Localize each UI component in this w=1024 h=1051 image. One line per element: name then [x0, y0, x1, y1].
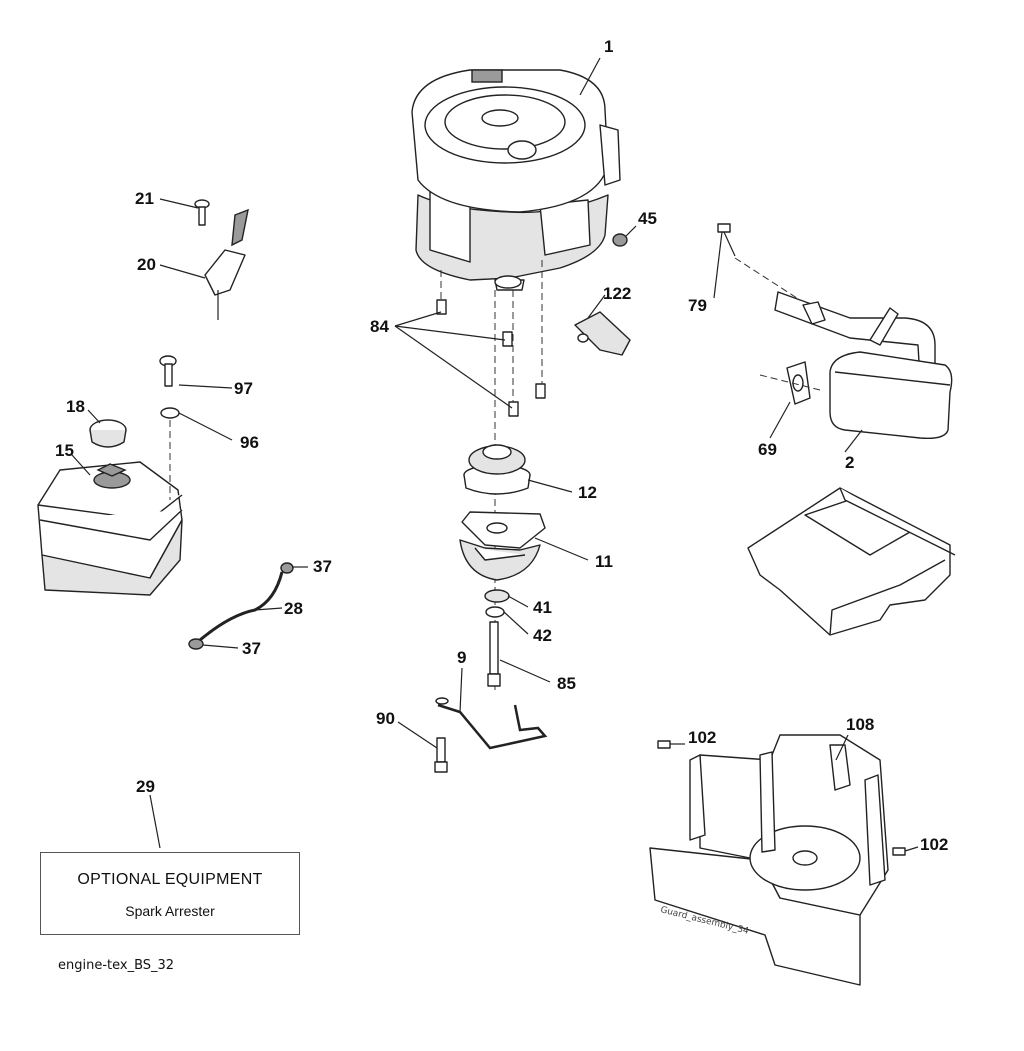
guard-screw-left — [657, 740, 685, 749]
clutch-bracket-rod — [435, 697, 548, 750]
fuel-line — [199, 571, 284, 642]
callout-21: 21 — [135, 189, 154, 208]
callout-96: 96 — [240, 433, 259, 452]
callout-102-right: 102 — [920, 835, 948, 854]
callout-42: 42 — [533, 626, 552, 645]
engine-pulley — [463, 444, 531, 495]
callout-9: 9 — [457, 648, 466, 667]
callout-45: 45 — [638, 209, 657, 228]
tank-washer — [160, 407, 180, 419]
callout-37-top: 37 — [313, 557, 332, 576]
muffler-gasket — [759, 361, 821, 405]
callout-37-bottom: 37 — [242, 639, 261, 658]
engine-guard: Guard_assembly_34 — [649, 734, 889, 986]
engine — [411, 69, 621, 291]
callout-11: 11 — [595, 552, 613, 571]
engine-shield — [574, 311, 631, 356]
callout-41: 41 — [533, 598, 552, 617]
washer-41 — [484, 589, 510, 603]
fuel-tank — [37, 461, 183, 596]
tank-screw — [159, 355, 177, 387]
fuel-fitting — [612, 233, 628, 247]
callout-1: 1 — [604, 37, 613, 56]
throttle-bracket — [204, 208, 249, 320]
callout-69: 69 — [758, 440, 777, 459]
clutch-bolt — [487, 621, 501, 687]
washer-42 — [485, 606, 505, 618]
callout-15: 15 — [55, 441, 74, 460]
guard-screw-right — [892, 846, 919, 856]
callout-79: 79 — [688, 296, 707, 315]
muffler-bolt-axis — [734, 257, 801, 301]
optional-equipment-title: OPTIONAL EQUIPMENT — [77, 871, 263, 888]
optional-equipment-box: OPTIONAL EQUIPMENT Spark Arrester — [40, 852, 300, 935]
callout-12: 12 — [578, 483, 597, 502]
callout-2: 2 — [845, 453, 854, 472]
optional-equipment-item: Spark Arrester — [125, 903, 215, 919]
callout-20: 20 — [137, 255, 156, 274]
electric-clutch — [459, 511, 546, 581]
fuel-cap — [89, 419, 127, 448]
engine-mount-plate — [747, 487, 956, 636]
callout-90: 90 — [376, 709, 395, 728]
muffler-bolt — [717, 223, 736, 257]
muffler — [774, 291, 953, 440]
callout-29: 29 — [136, 777, 155, 796]
throttle-screw — [194, 199, 210, 226]
callouts: 1 2 9 11 12 15 18 20 21 28 29 37 37 41 4… — [55, 37, 948, 854]
engine-mounting-bolts — [436, 260, 546, 417]
callout-102-left: 102 — [688, 728, 716, 747]
fuel-line-clamp-top — [280, 562, 294, 574]
callout-122: 122 — [603, 284, 631, 303]
callout-84: 84 — [370, 317, 389, 336]
fuel-line-clamp-bottom — [188, 638, 204, 650]
callout-18: 18 — [66, 397, 85, 416]
callout-28: 28 — [284, 599, 303, 618]
diagram-reference: engine-tex_BS_32 — [58, 958, 175, 973]
callout-108: 108 — [846, 715, 874, 734]
callout-97: 97 — [234, 379, 253, 398]
callout-85: 85 — [557, 674, 576, 693]
bracket-bolt — [434, 737, 448, 773]
leader-lines — [71, 57, 863, 849]
